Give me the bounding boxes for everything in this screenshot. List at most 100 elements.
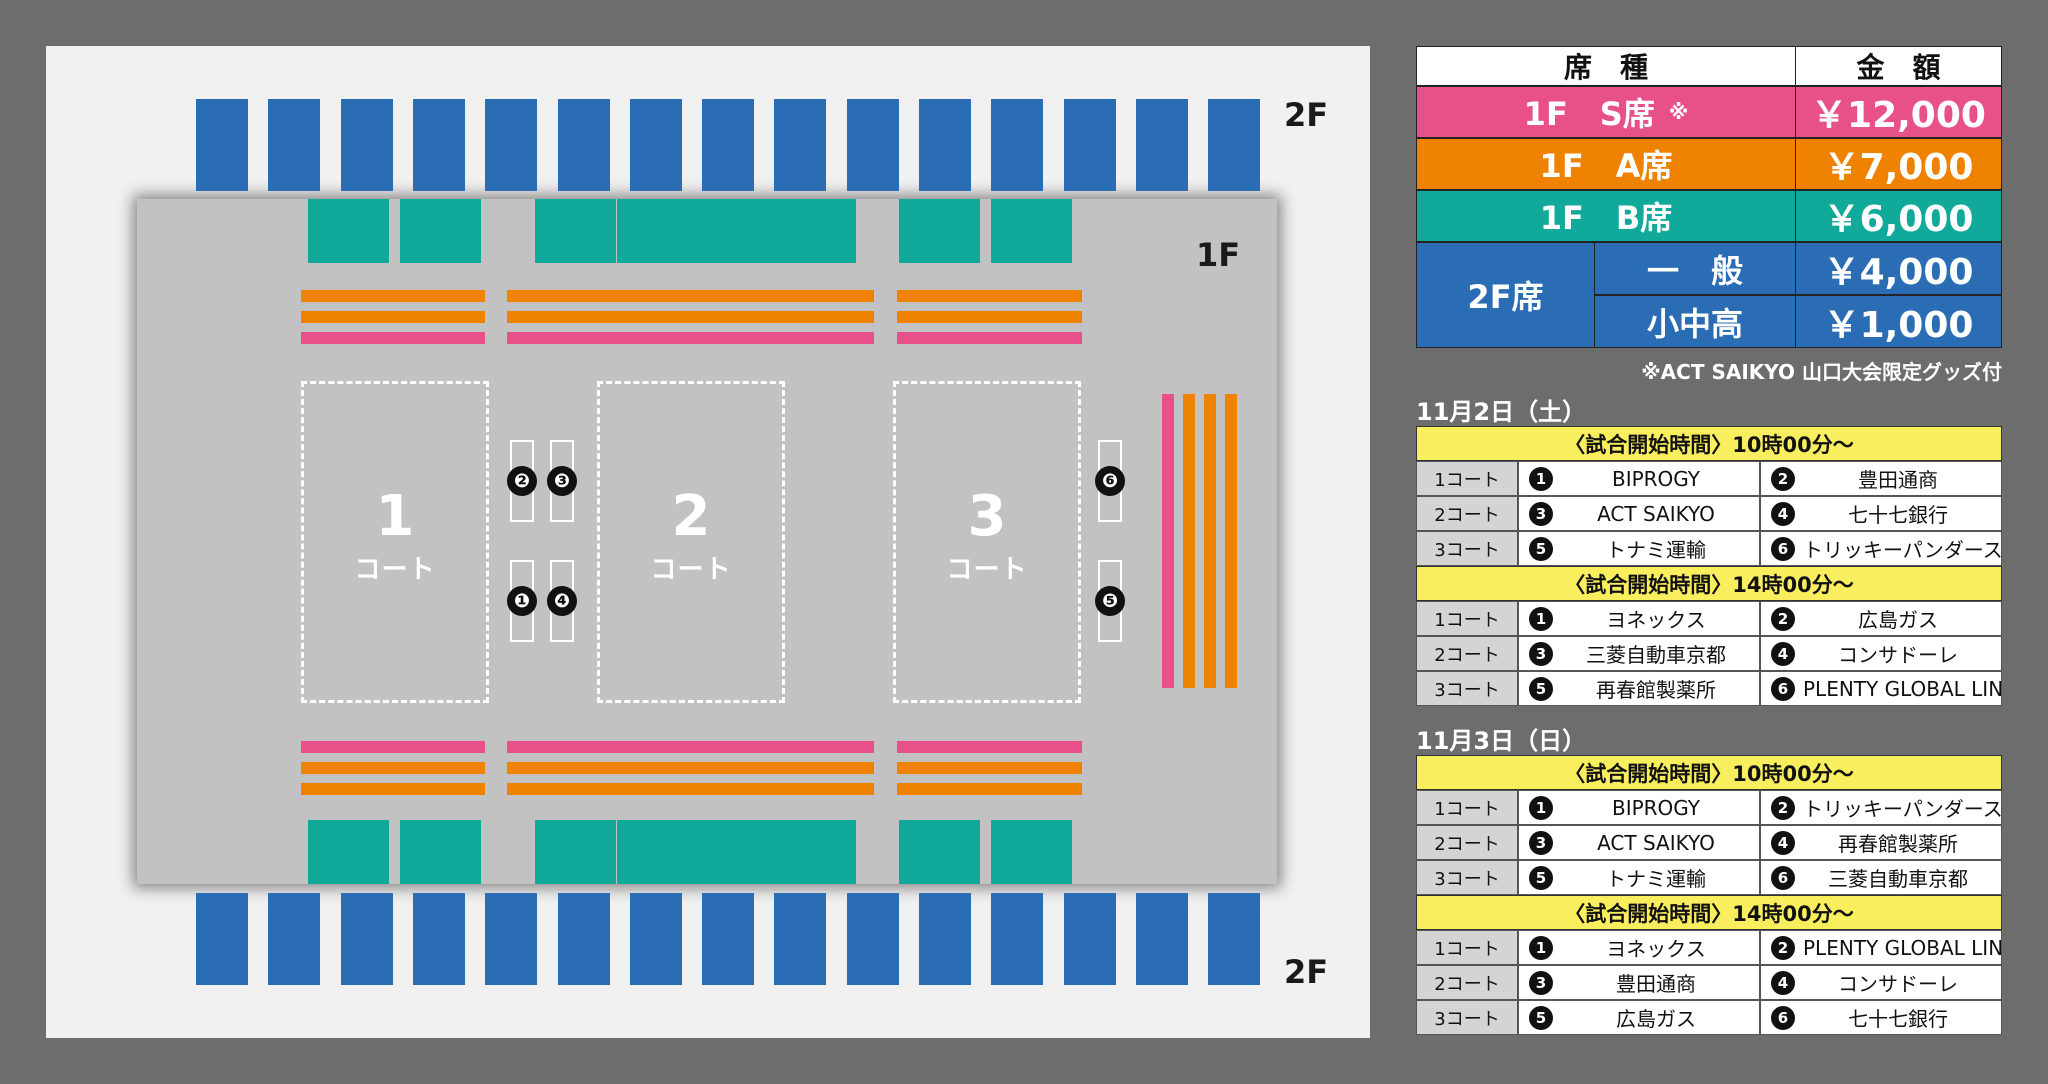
team-a-cell: 3 三菱自動車京都 [1518, 636, 1760, 671]
seat-2f-block [1135, 99, 1188, 191]
seat-2f-block [485, 99, 538, 191]
seat-1f-a-row [897, 783, 1082, 795]
seat-2f-block [485, 893, 538, 985]
seat-1f-s-row [301, 332, 485, 344]
court-cell: 2コート [1416, 825, 1518, 860]
seat-2f-block [629, 99, 682, 191]
seat-1f-s-row [1162, 394, 1174, 688]
seat-1f-a-row [507, 783, 874, 795]
seat-2f-block [1135, 893, 1188, 985]
seat-1f-a-row [1204, 394, 1216, 688]
seat-2f-block [268, 893, 321, 985]
team-a-number: 5 [1529, 536, 1553, 561]
seat-2f-block [196, 893, 248, 985]
team-a-name: BIPROGY [1611, 466, 1701, 491]
team-a-number: 3 [1529, 830, 1553, 855]
bench-number: ❷ [507, 466, 537, 496]
price-row-b-price: ￥6,000 [1795, 190, 2002, 242]
court-label: コート [354, 555, 436, 585]
seat-2f-block [774, 99, 827, 191]
seat-1f-s-row [507, 741, 874, 753]
seat-1f-s-row [301, 741, 485, 753]
seat-1f-b-block [775, 199, 856, 263]
seat-2f-block [629, 893, 682, 985]
floor-label-2f-top: 2F [1284, 96, 1329, 134]
team-b-name: PLENTY GLOBAL LINX [1803, 935, 2001, 960]
price-row-general-price: ￥4,000 [1795, 242, 2002, 295]
team-a-number: 1 [1529, 795, 1553, 820]
goods-note: ※ACT SAIKYO 山口大会限定グッズ付 [1641, 360, 2002, 384]
price-row-s-seat: 1F S席 ※ [1416, 86, 1796, 138]
session-time-header: 〈試合開始時間〉14時00分～ [1416, 895, 2002, 930]
team-a-name: BIPROGY [1611, 795, 1701, 820]
team-a-name: トナミ運輸 [1606, 538, 1706, 562]
seat-1f-b-block [308, 820, 389, 884]
floor-label-2f-bottom: 2F [1284, 953, 1329, 991]
court-number: 2 [671, 484, 711, 549]
session-time-header: 〈試合開始時間〉10時00分～ [1416, 426, 2002, 461]
team-b-name: 豊田通商 [1858, 468, 1938, 492]
floor-label-1f: 1F [1196, 236, 1241, 274]
court-number: 3 [967, 484, 1007, 549]
team-b-number: 4 [1771, 970, 1795, 995]
team-b-number: 6 [1771, 1005, 1795, 1030]
team-b-name: 再春館製薬所 [1838, 832, 1958, 856]
team-a-name: ヨネックス [1606, 937, 1706, 961]
team-b-number: 2 [1771, 606, 1795, 631]
team-a-number: 3 [1529, 641, 1553, 666]
team-a-cell: 1 BIPROGY [1518, 790, 1760, 825]
seat-2f-block [991, 99, 1044, 191]
price-group-2f: 2F席 [1416, 242, 1595, 348]
court-cell: 1コート [1416, 930, 1518, 965]
price-row-student-seat: 小中高 [1594, 295, 1796, 348]
team-b-number: 6 [1771, 536, 1795, 561]
team-b-name: トリッキーパンダース [1803, 797, 2001, 821]
match-row: 3コート 5 トナミ運輸 6 トリッキーパンダース [1416, 531, 2002, 566]
seat-1f-b-block [697, 199, 778, 263]
court-cell: 2コート [1416, 636, 1518, 671]
team-a-number: 3 [1529, 970, 1553, 995]
seat-2f-block [340, 893, 393, 985]
court-cell: 1コート [1416, 461, 1518, 496]
team-a-number: 5 [1529, 676, 1553, 701]
team-a-number: 1 [1529, 606, 1553, 631]
team-a-name: 広島ガス [1616, 1007, 1696, 1031]
team-b-name: PLENTY GLOBAL LINX [1803, 676, 2001, 701]
seat-1f-s-row [897, 741, 1082, 753]
seat-2f-block [196, 99, 248, 191]
seat-2f-block [1063, 893, 1116, 985]
seat-1f-b-block [400, 199, 481, 263]
seat-2f-block [702, 99, 755, 191]
price-row-general-seat: 一 般 [1594, 242, 1796, 295]
session-time-header: 〈試合開始時間〉10時00分～ [1416, 755, 2002, 790]
seat-1f-b-block [308, 199, 389, 263]
team-a-number: 5 [1529, 865, 1553, 890]
seat-2f-block [340, 99, 393, 191]
team-a-name: 三菱自動車京都 [1586, 643, 1726, 667]
bench-number: ❶ [507, 586, 537, 616]
seat-1f-a-row [301, 311, 485, 323]
seat-1f-b-block [617, 199, 698, 263]
seat-2f-block [557, 893, 610, 985]
team-b-name: 七十七銀行 [1848, 503, 1948, 527]
bench-number: ❸ [547, 466, 577, 496]
court-cell: 3コート [1416, 531, 1518, 566]
team-b-name: トリッキーパンダース [1803, 538, 2001, 562]
price-row-a-price: ￥7,000 [1795, 138, 2002, 190]
team-a-name: 再春館製薬所 [1596, 678, 1716, 702]
